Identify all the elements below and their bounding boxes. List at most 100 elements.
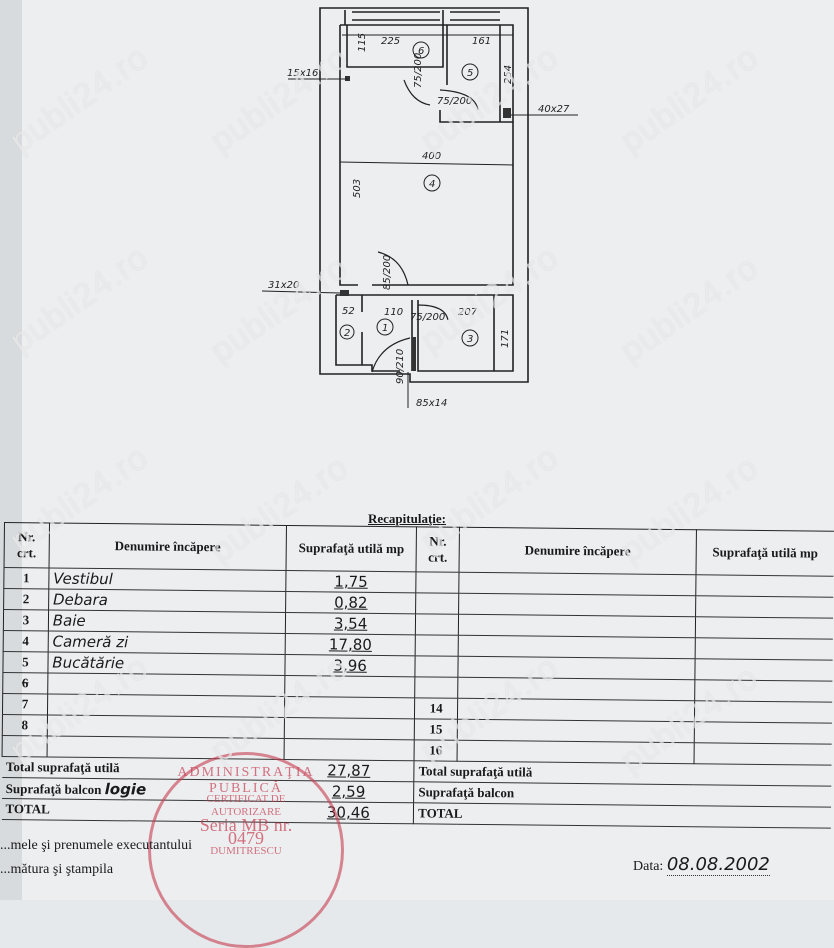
balcon-note: logie [104,780,147,799]
dim-room3-width: 207 [458,307,478,318]
row-nr-right [415,634,459,657]
header-name-right: Denumire încăpere [459,527,697,575]
recap-table: Nr. crt. Denumire încăpere Suprafaţă uti… [1,522,834,829]
dim-room6-depth: 115 [357,33,368,52]
row-nr: 8 [2,714,48,736]
dim-room1-width: 110 [384,307,403,318]
dimension-labels: 225 161 115 254 15x16 40x27 75/200 75/20… [268,33,570,409]
total-label-right: TOTAL [413,802,694,827]
row-area-right [694,679,833,703]
dim-entry-door: 90/210 [395,349,406,384]
row-nr: 6 [2,672,48,694]
balcon-label: Suprafaţă balcon [5,781,102,798]
row-area: 17,80 [285,633,416,656]
row-area-right [695,637,833,661]
row-area [284,717,415,740]
room-number-4: 4 [429,179,435,190]
header-area-right: Suprafaţă utilă mp [695,529,834,577]
header-nr-right: Nr. crt. [416,526,460,573]
row-name-right [458,593,696,617]
row-area-right [694,700,833,724]
dim-door-6: 75/200 [413,53,424,88]
row-nr: 5 [2,651,48,673]
executant-name-label: ...mele şi prenumele executantului [0,838,193,853]
balcon-label-right: Suprafaţă balcon [413,781,694,806]
row-name-right [457,677,695,701]
header-nr: Nr. crt. [4,522,50,568]
row-name: Bucătărie [47,651,286,676]
row-nr-right: 15 [414,718,458,741]
room-number-1: 1 [382,323,388,334]
row-nr-right [415,571,460,594]
row-area [284,675,416,698]
row-area-right [694,658,833,682]
row-name-right [458,572,696,596]
dim-room5-depth: 254 [503,65,514,84]
row-nr-right: 14 [414,697,458,720]
table-title: Recapitulaţie: [368,511,446,526]
row-name-right [457,719,695,743]
date-label: Data: [633,859,664,874]
vents [340,76,511,371]
row-name-right [458,614,696,638]
dim-room5-width: 161 [472,36,491,47]
room-number-5: 5 [467,68,473,79]
row-nr [2,735,48,757]
total-value-right [693,805,832,829]
row-nr-right [415,592,459,615]
paper [22,0,834,900]
total-util-label-right: Total suprafaţă utilă [414,760,694,785]
row-nr-right: 16 [414,739,458,762]
row-nr: 1 [3,567,49,589]
row-area [284,696,415,719]
row-area-right [695,616,834,640]
date-value: 08.08.2002 [666,854,770,876]
signature-label: ...mătura şi ştampila [0,862,114,877]
door-swings [371,79,479,373]
row-name: Baie [48,609,286,634]
row-name-right [458,635,696,659]
room-number-2: 2 [344,328,350,339]
row-area [284,738,415,761]
row-name: Cameră zi [47,630,286,655]
date-field: Data: 08.08.2002 [633,854,770,876]
dim-room2-width: 52 [342,306,355,317]
dim-room3-depth: 171 [500,329,511,348]
dim-vent-top-left: 15x16 [287,68,318,79]
leader-lines [261,78,578,408]
row-area-right [695,574,834,598]
header-area: Suprafaţă utilă mp [286,525,417,572]
stamp-serie: Seria MB nr. 0479 [199,815,293,848]
row-name: Debara [48,588,286,613]
dim-vent-right: 40x27 [538,104,570,115]
balcon-value-right [693,784,832,808]
row-name-right [457,740,695,764]
stamp-ring-text: ADMINISTRAŢIA PUBLICĂ [177,765,315,796]
dim-door-5: 75/200 [437,96,472,107]
row-area-right [694,721,832,745]
stamp-name: DUMITRESCU [210,845,282,857]
row-name [47,693,285,718]
dim-door-3: 75/200 [410,312,445,323]
room-markers: 1 2 3 4 5 6 [339,41,479,347]
row-area: 3,54 [285,612,416,635]
dim-vent-entry: 85x14 [416,398,447,409]
row-name [47,714,285,739]
row-nr: 3 [3,609,49,631]
dim-room4-depth: 503 [352,179,363,198]
dim-vent-bottom-left: 31x20 [268,280,299,291]
header-name: Denumire încăpere [48,522,287,571]
row-area: 3,96 [285,654,416,677]
row-nr-right [415,613,459,636]
row-name-right [457,656,696,680]
floor-plan: 225 161 115 254 15x16 40x27 75/200 75/20… [261,7,578,409]
row-nr-right [414,676,458,699]
stamp-title: CERTIFICAT DE AUTORIZARE [206,793,286,818]
total-util-value-right [693,763,832,787]
row-nr-right [415,655,459,678]
room-number-3: 3 [467,334,473,345]
row-area: 0,82 [285,591,416,614]
row-name-right [457,698,695,722]
dim-room6-width: 225 [381,36,400,47]
row-nr: 7 [2,693,48,715]
